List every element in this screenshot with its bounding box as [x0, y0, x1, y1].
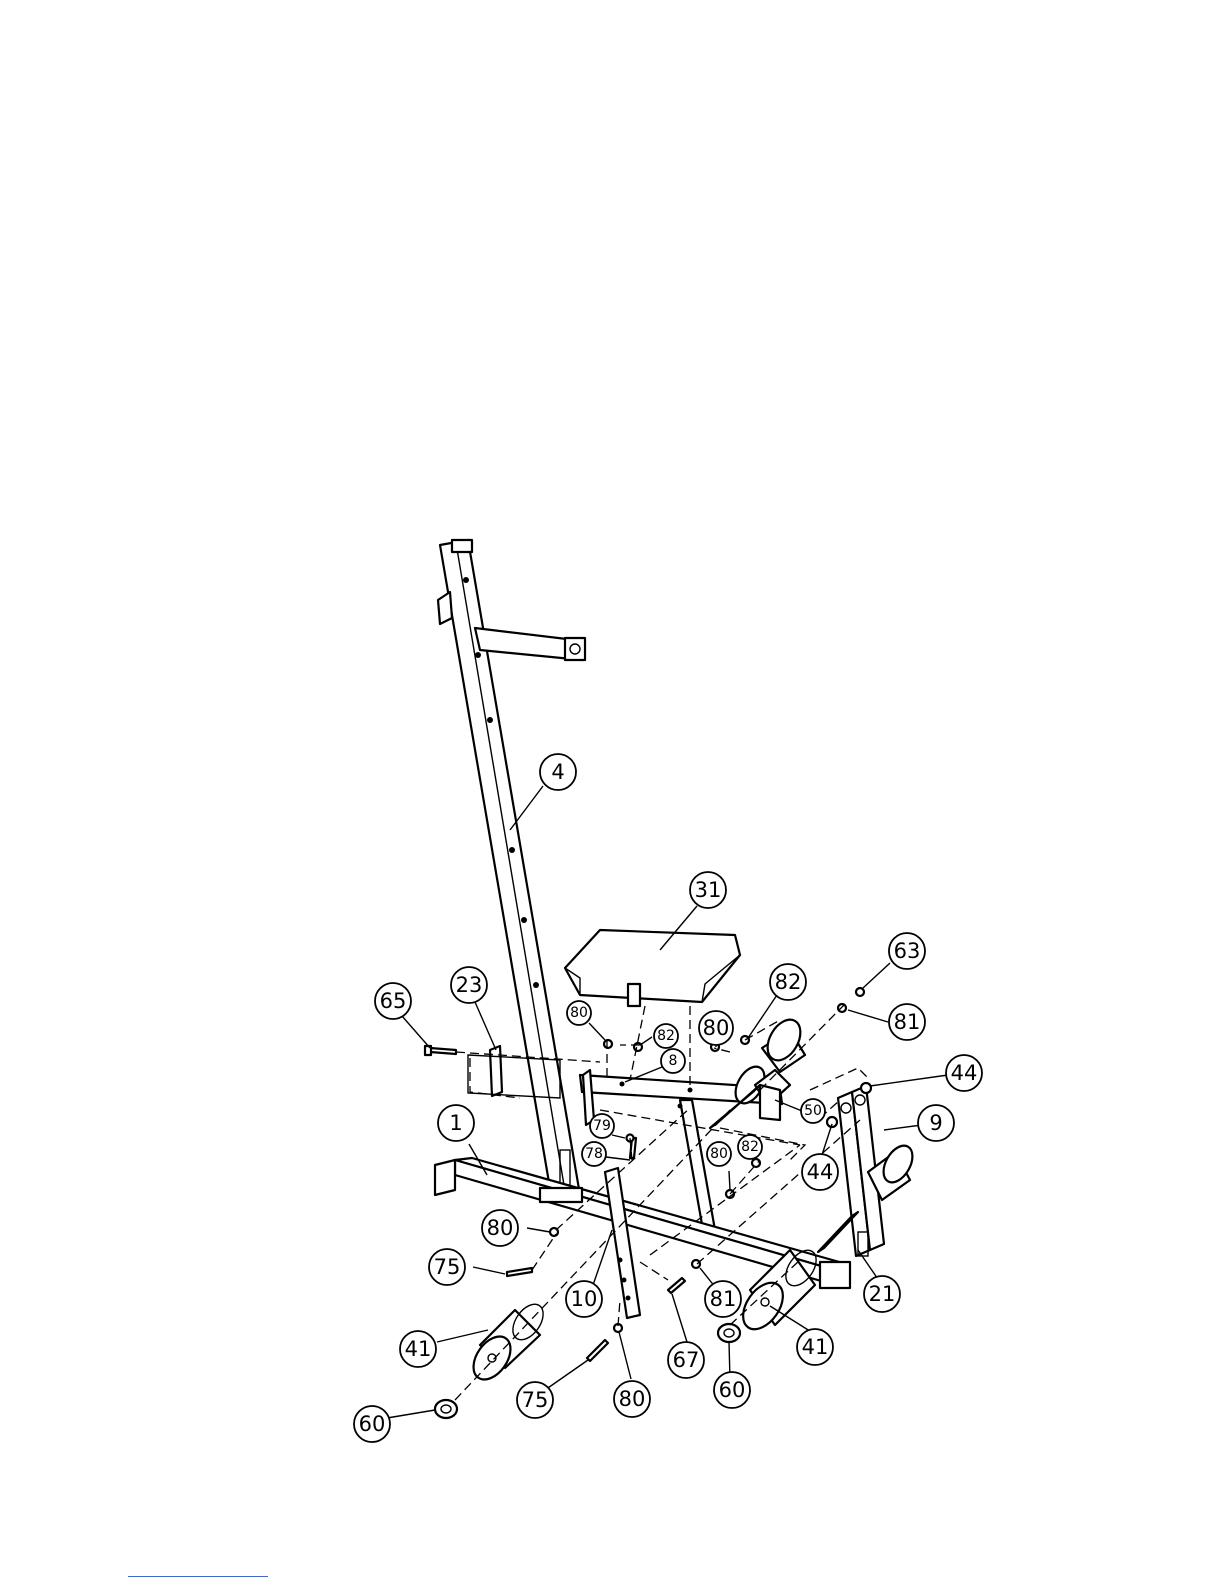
callout-label: 8 [669, 1053, 678, 1069]
callout-label: 80 [710, 1146, 728, 1162]
callout-label: 41 [405, 1337, 432, 1361]
upright-arm [475, 628, 585, 660]
callout-label: 81 [894, 1010, 921, 1034]
callout-81-upper: 81 [889, 1004, 925, 1040]
callout-label: 79 [593, 1118, 611, 1134]
callout-label: 82 [741, 1139, 759, 1155]
callout-8: 8 [661, 1049, 685, 1073]
callout-label: 67 [673, 1348, 700, 1372]
callout-82-mid: 82 [738, 1135, 762, 1159]
callout-label: 78 [585, 1146, 603, 1162]
callout-label: 21 [869, 1282, 896, 1306]
callout-4: 4 [540, 754, 576, 790]
callout-80-left: 80 [482, 1210, 518, 1246]
callout-label: 75 [522, 1388, 549, 1412]
callout-50: 50 [801, 1099, 825, 1123]
callout-82-seat: 82 [654, 1024, 678, 1048]
callout-label: 4 [551, 760, 564, 784]
callout-31: 31 [690, 872, 726, 908]
callout-label: 10 [571, 1287, 598, 1311]
callout-79: 79 [590, 1114, 614, 1138]
callout-80-seat-right: 80 [699, 1011, 733, 1045]
callout-65: 65 [375, 983, 411, 1019]
callout-44-top: 44 [946, 1055, 982, 1091]
callout-label: 1 [449, 1111, 462, 1135]
callout-label: 82 [657, 1028, 675, 1044]
callout-23: 23 [451, 967, 487, 1003]
callout-9: 9 [918, 1105, 954, 1141]
callout-label: 80 [570, 1005, 588, 1021]
callout-label: 9 [929, 1111, 942, 1135]
callout-label: 41 [802, 1335, 829, 1359]
callout-label: 80 [619, 1387, 646, 1411]
callout-75-upper: 75 [429, 1249, 465, 1285]
front-lower-roller-left [466, 1299, 549, 1387]
seat-pad [565, 930, 740, 1006]
callout-label: 60 [359, 1412, 386, 1436]
callout-label: 44 [951, 1061, 978, 1085]
callout-label: 23 [456, 973, 483, 997]
callout-label: 75 [434, 1255, 461, 1279]
callout-label: 80 [703, 1016, 730, 1040]
footer-rule [128, 1576, 268, 1577]
callout-44-bottom: 44 [802, 1154, 838, 1190]
callout-60-left: 60 [354, 1406, 390, 1442]
callout-80-seat-left: 80 [567, 1001, 591, 1025]
callout-label: 44 [807, 1160, 834, 1184]
callout-1: 1 [438, 1105, 474, 1141]
callout-21: 21 [864, 1276, 900, 1312]
callout-label: 65 [380, 989, 407, 1013]
callout-label: 31 [695, 878, 722, 902]
callout-label: 50 [804, 1103, 822, 1119]
callout-78: 78 [582, 1142, 606, 1166]
callout-75-lower: 75 [517, 1382, 553, 1418]
callout-80-lower: 80 [614, 1381, 650, 1417]
callout-81-lower: 81 [705, 1281, 741, 1317]
callout-82-upper: 82 [770, 964, 806, 1000]
callout-label: 81 [710, 1287, 737, 1311]
callout-label: 63 [894, 939, 921, 963]
callout-60-right: 60 [714, 1372, 750, 1408]
callout-41-right: 41 [797, 1329, 833, 1365]
callout-41-left: 41 [400, 1331, 436, 1367]
callout-label: 60 [719, 1378, 746, 1402]
callout-67: 67 [668, 1342, 704, 1378]
callout-label: 80 [487, 1216, 514, 1240]
callout-80-mid: 80 [707, 1142, 731, 1166]
callout-10: 10 [566, 1281, 602, 1317]
callout-label: 82 [775, 970, 802, 994]
callout-63: 63 [889, 933, 925, 969]
support-strap [605, 1168, 640, 1318]
